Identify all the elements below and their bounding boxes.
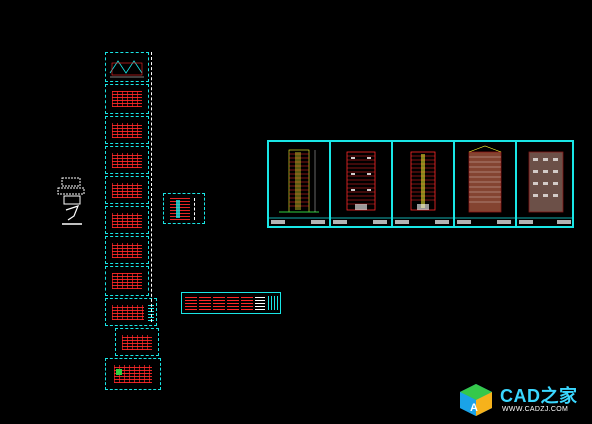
plan-sheet-basement[interactable] [115, 328, 159, 356]
floor-plan-column [104, 50, 162, 392]
elevations-frame [267, 140, 574, 228]
building-elevation-icon [269, 149, 329, 224]
plan-sheet-floor[interactable] [105, 298, 157, 326]
elevation-sheet-1[interactable] [269, 142, 331, 226]
watermark: A CAD之家 WWW.CADZJ.COM [456, 380, 588, 420]
building-elevation-icon [517, 151, 574, 224]
legend-symbol-icon [57, 177, 85, 225]
elevation-sheet-3[interactable] [393, 142, 455, 226]
roof-plan-icon [109, 60, 144, 78]
building-elevation-icon [455, 145, 515, 224]
plan-sheet-floor[interactable] [105, 266, 149, 296]
svg-text:A: A [470, 402, 478, 414]
plan-sheet-site[interactable] [105, 358, 161, 390]
plan-sheet-floor[interactable] [105, 84, 149, 114]
plan-sheet-floor[interactable] [105, 116, 149, 144]
elevation-sheet-4[interactable] [455, 142, 517, 226]
elevation-sheet-2[interactable] [331, 142, 393, 226]
cad-logo-icon: A [460, 384, 492, 416]
section-detail-sheet[interactable] [163, 193, 205, 224]
plan-sheet-floor[interactable] [105, 176, 149, 204]
plan-sheet-floor[interactable] [105, 206, 149, 234]
building-elevation-icon [393, 151, 453, 224]
plan-sheet-floor[interactable] [105, 236, 149, 264]
legend-block [56, 176, 86, 228]
watermark-brand: CAD之家 [500, 386, 578, 406]
plan-sheet-floor[interactable] [105, 146, 149, 174]
elevation-sheet-5[interactable] [517, 142, 574, 226]
watermark-url: WWW.CADZJ.COM [502, 406, 569, 413]
detail-strip[interactable] [181, 292, 281, 314]
building-elevation-icon [331, 151, 391, 224]
plan-sheet-roof[interactable] [105, 52, 149, 82]
